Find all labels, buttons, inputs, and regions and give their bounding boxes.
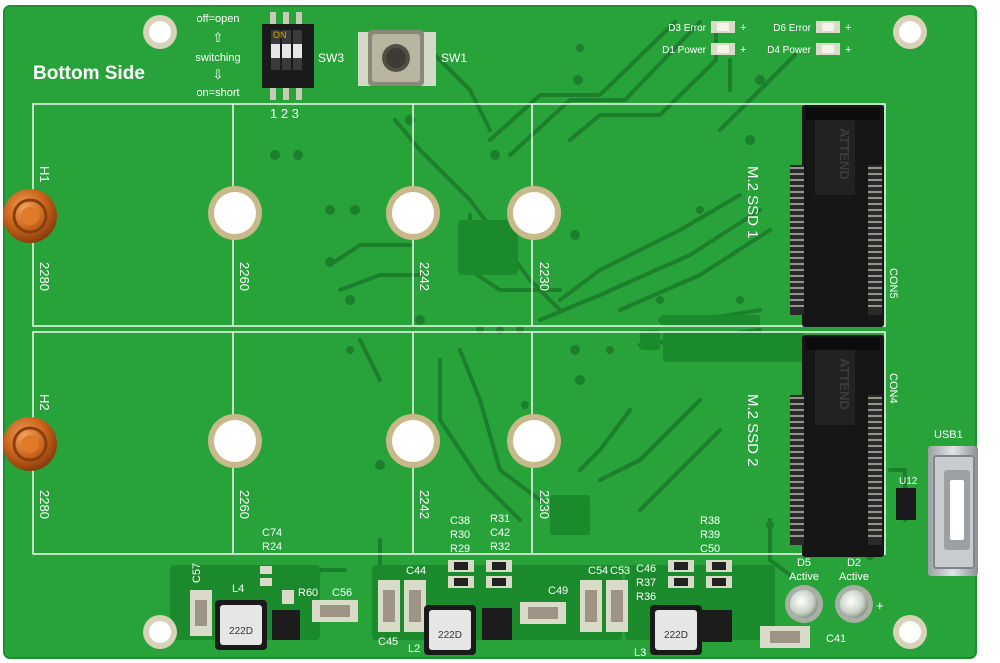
dip-legend-short: on=short	[196, 87, 239, 99]
l3-ref: L3	[634, 647, 646, 659]
dip-legend-up-arrow: ⇧	[213, 30, 224, 45]
slot2-size-2230: 2230	[537, 490, 552, 519]
con4-ref: CON4	[887, 373, 899, 404]
tactile-switch-sw1[interactable]	[358, 30, 436, 86]
c54-ref: C54	[588, 565, 608, 577]
chip-u12	[896, 488, 916, 520]
c49-ref: C49	[548, 585, 568, 597]
slot1-ssd-label: M.2 SSD 1	[744, 166, 761, 239]
c38-ref: C38	[450, 515, 470, 527]
slot2-size-2242: 2242	[417, 490, 432, 519]
c53-ref: C53	[610, 565, 630, 577]
led-d3-label: D3 Error	[668, 23, 706, 34]
c57-ref: C57	[191, 563, 203, 583]
r24-ref: R24	[262, 541, 282, 553]
con5-ref: CON5	[887, 268, 899, 299]
sw1-ref: SW1	[441, 51, 467, 65]
led-d1-label: D1 Power	[662, 45, 707, 56]
led-d2-ref: D2	[847, 557, 861, 569]
r39-ref: R39	[700, 529, 720, 541]
r36-ref: R36	[636, 591, 656, 603]
inductor-l2-mark: 222D	[438, 630, 462, 641]
slot2-size-2280: 2280	[37, 490, 52, 519]
led-d2-plus: +	[876, 598, 884, 613]
h1-ref: H1	[37, 166, 52, 183]
c44-ref: C44	[406, 565, 426, 577]
board-title: Bottom Side	[33, 63, 145, 84]
r60-ref: R60	[298, 587, 318, 599]
r38-ref: R38	[700, 515, 720, 527]
dip-position-numbers: 1 2 3	[270, 106, 299, 121]
led-d4-label: D4 Power	[767, 45, 812, 56]
dip-legend: off=open ⇧ switching ⇩ on=short	[195, 13, 240, 99]
copper-standoff-h1	[3, 189, 57, 243]
slot1-size-2242: 2242	[417, 262, 432, 291]
led-d2	[835, 585, 873, 623]
copper-standoff-h2	[3, 417, 57, 471]
slot-1-labels: H1 2280 2260 2242 2230 M.2 SSD 1 CON5 AT…	[37, 128, 899, 299]
led-d3-plus: +	[740, 22, 746, 34]
led-d1-plus: +	[740, 44, 746, 56]
led-d4-plus: +	[845, 44, 851, 56]
slot1-size-2230: 2230	[537, 262, 552, 291]
dip-on-label: ON	[273, 30, 287, 40]
dip-legend-switching: switching	[195, 52, 240, 64]
led-d6-label: D6 Error	[773, 23, 811, 34]
component-labels: C57 L4 C74 R24 R60 C56 C44 C45 L2 C38 R3…	[191, 513, 846, 659]
top-led-labels: D3 Error D1 Power D6 Error D4 Power + + …	[662, 22, 851, 56]
usb-connector-usb1	[928, 446, 978, 576]
c50-ref: C50	[700, 543, 720, 555]
con4-attend: ATTEND	[837, 358, 852, 410]
l4-ref: L4	[232, 583, 244, 595]
dip-legend-open: off=open	[197, 13, 240, 25]
led-d5-ref: D5	[797, 557, 811, 569]
con5-attend: ATTEND	[837, 128, 852, 180]
bottom-led-labels: D5 Active D2 Active +	[789, 557, 884, 613]
slot-2-labels: H2 2280 2260 2242 2230 M.2 SSD 2 CON4 AT…	[37, 358, 899, 519]
mounting-holes	[143, 15, 927, 649]
r30-ref: R30	[450, 529, 470, 541]
power-components	[190, 560, 810, 655]
inductor-l4-mark: 222D	[229, 626, 253, 637]
r32-ref: R32	[490, 541, 510, 553]
u12-ref: U12	[899, 476, 918, 487]
slot1-size-2280: 2280	[37, 262, 52, 291]
led-d6-plus: +	[845, 22, 851, 34]
c74-ref: C74	[262, 527, 282, 539]
usb1-ref: USB1	[934, 429, 963, 441]
c56-ref: C56	[332, 587, 352, 599]
sw3-ref: SW3	[318, 51, 344, 65]
inductor-l3-mark: 222D	[664, 630, 688, 641]
c42-ref: C42	[490, 527, 510, 539]
m2-connector-con4	[790, 335, 884, 557]
c46-ref: C46	[636, 563, 656, 575]
r37-ref: R37	[636, 577, 656, 589]
led-d5	[785, 585, 823, 623]
standoff-holes	[208, 186, 561, 468]
r31-ref: R31	[490, 513, 510, 525]
m2-connector-con5	[790, 105, 884, 327]
top-leds	[711, 21, 840, 55]
led-d2-sub: Active	[839, 571, 869, 583]
l2-ref: L2	[408, 643, 420, 655]
led-d5-sub: Active	[789, 571, 819, 583]
h2-ref: H2	[37, 394, 52, 411]
slot2-size-2260: 2260	[237, 490, 252, 519]
c45-ref: C45	[378, 636, 398, 648]
slot1-size-2260: 2260	[237, 262, 252, 291]
dip-switch-sw3[interactable]	[262, 12, 314, 100]
c41-ref: C41	[826, 633, 846, 645]
dip-legend-down-arrow: ⇩	[213, 67, 224, 82]
slot2-ssd-label: M.2 SSD 2	[744, 394, 761, 467]
r29-ref: R29	[450, 543, 470, 555]
